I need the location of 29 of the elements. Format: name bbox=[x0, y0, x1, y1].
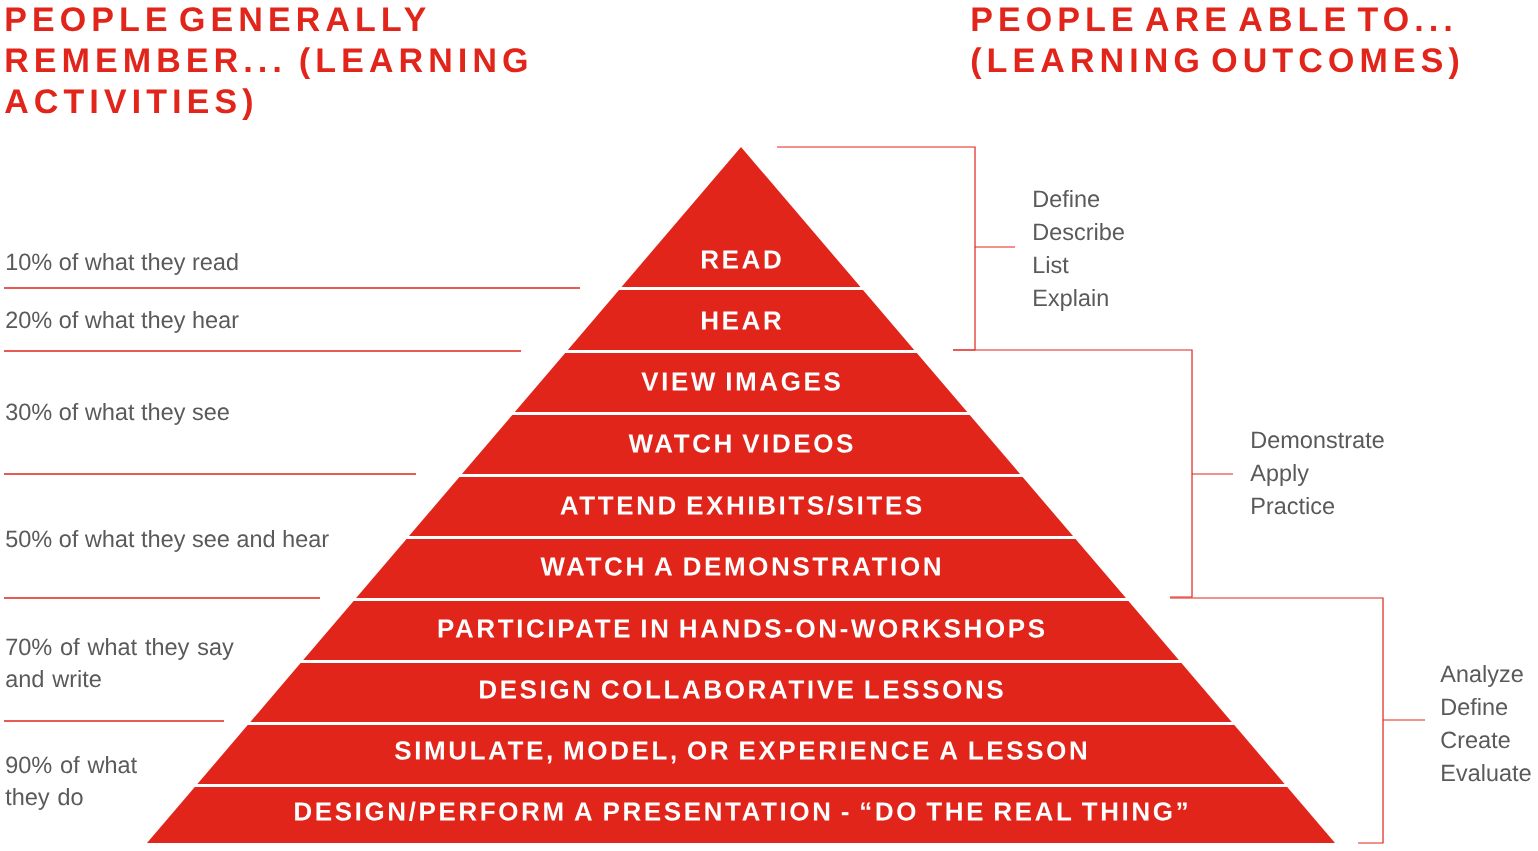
pyramid-band: READ bbox=[621, 147, 861, 287]
outcome-label: Explain bbox=[1034, 289, 1108, 311]
outcome-label: Define bbox=[1034, 190, 1100, 208]
percentage-label: 30% of what they see bbox=[6, 403, 229, 425]
percentage-label: 10% of what they read bbox=[7, 253, 238, 275]
percentage-label: 70% of what they say and write bbox=[6, 638, 234, 688]
pyramid-band: DESIGN/PERFORM A PRESENTATION - “DO THE REAL THING” bbox=[147, 787, 1335, 843]
pyramid-band: PARTICIPATE IN HANDS-ON-WORKSHOPS bbox=[303, 601, 1179, 660]
heading: PEOPLE ARE ABLE TO... (LEARNING OUTCOMES) bbox=[971, 7, 1459, 80]
pyramid-band: WATCH VIDEOS bbox=[461, 415, 1021, 474]
outcome-label: Practice bbox=[1252, 497, 1335, 515]
outcome-label: Analyze bbox=[1440, 665, 1523, 687]
outcome-label: Demonstrate bbox=[1252, 431, 1384, 449]
pyramid-band: DESIGN COLLABORATIVE LESSONS bbox=[250, 663, 1232, 722]
outcome-label: Define bbox=[1442, 698, 1508, 716]
pyramid-band: ATTEND EXHIBITS/SITES bbox=[409, 477, 1073, 536]
percentage-label: 50% of what they see and hear bbox=[6, 530, 329, 552]
outcome-label: Evaluate bbox=[1442, 764, 1531, 782]
outcome-label: Apply bbox=[1250, 464, 1309, 486]
pyramid-band: SIMULATE, MODEL, OR EXPERIENCE A LESSON bbox=[197, 725, 1285, 784]
outcome-label: Create bbox=[1441, 731, 1510, 749]
heading: PEOPLE GENERALLY REMEMBER... (LEARNING ACTIVITIES) bbox=[5, 7, 527, 121]
pyramid-band: VIEW IMAGES bbox=[514, 353, 968, 412]
outcome-label: Describe bbox=[1034, 223, 1124, 241]
pyramid-band: HEAR bbox=[567, 290, 915, 350]
percentage-label: 90% of what they do bbox=[5, 756, 137, 810]
pyramid-band: WATCH A DEMONSTRATION bbox=[356, 539, 1126, 598]
percentage-label: 20% of what they hear bbox=[6, 311, 239, 333]
outcome-label: List bbox=[1034, 256, 1069, 274]
